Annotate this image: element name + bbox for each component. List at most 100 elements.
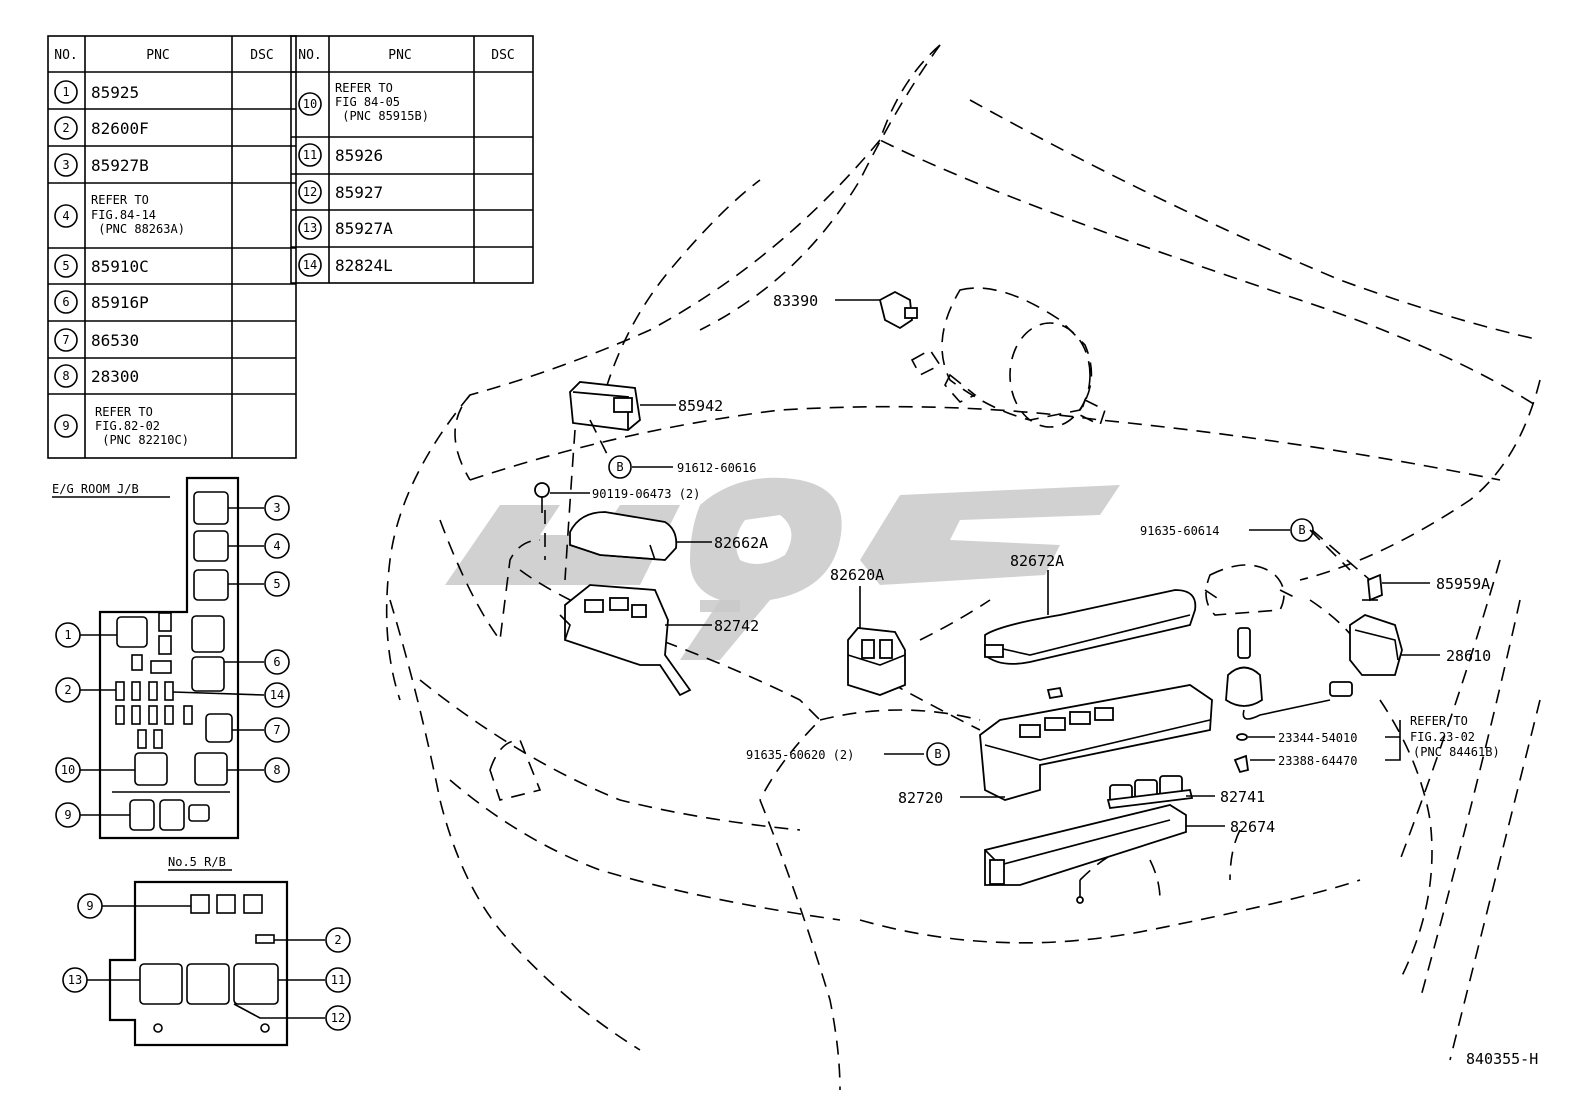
row-number: 14 (303, 258, 317, 272)
label-82674: 82674 (1230, 818, 1275, 836)
svg-text:7: 7 (273, 723, 280, 737)
no5-rb-diagram: No.5 R/B 9 2 13 11 12 (62, 855, 351, 1047)
row-number: 7 (62, 333, 69, 347)
header-pnc-right: PNC (388, 48, 411, 63)
label-refer-line2: FIG.23-02 (1410, 730, 1475, 744)
svg-text:2: 2 (64, 683, 71, 697)
cover-82672A (984, 589, 1197, 665)
row-number: 4 (62, 209, 69, 223)
label-82672A: 82672A (1010, 552, 1064, 570)
row-pnc-line3: (PNC 82210C) (95, 433, 189, 447)
relays-82741 (1106, 775, 1194, 809)
tray-82674 (984, 804, 1187, 904)
figure-id: 840355-H (1466, 1050, 1538, 1068)
table-row: 6 85916P (54, 290, 149, 314)
svg-text:10: 10 (61, 763, 75, 777)
svg-text:14: 14 (270, 688, 284, 702)
row-pnc: 85916P (91, 293, 149, 312)
vehicle-outline (385, 44, 1541, 1091)
svg-text:9: 9 (86, 899, 93, 913)
callout-14: 14 (264, 682, 290, 708)
relay-28610 (1349, 614, 1403, 676)
label-82620A: 82620A (830, 566, 884, 584)
row-pnc: 85927 (335, 183, 383, 202)
table-row: 8 28300 (54, 364, 139, 388)
svg-text:5: 5 (273, 577, 280, 591)
label-82742: 82742 (714, 617, 759, 635)
row-number: 13 (303, 221, 317, 235)
relay-85942 (569, 381, 641, 431)
label-85942: 85942 (678, 397, 723, 415)
label-85959A: 85959A (1436, 575, 1490, 593)
leaders (550, 299, 1440, 827)
label-82720: 82720 (898, 789, 943, 807)
table-row: 3 85927B (54, 153, 149, 177)
row-pnc-line3: (PNC 85915B) (335, 109, 429, 123)
label-82662A: 82662A (714, 534, 768, 552)
label-91635-60614: 91635-60614 (1140, 524, 1219, 538)
svg-text:8: 8 (273, 763, 280, 777)
callout-3: 3 (264, 495, 290, 521)
row-pnc-line1: REFER TO (95, 405, 153, 419)
row-number: 9 (62, 419, 69, 433)
row-pnc: 82824L (335, 256, 393, 275)
svg-text:1: 1 (64, 628, 71, 642)
callout-7: 7 (264, 717, 290, 743)
header-dsc: DSC (250, 48, 273, 63)
eg-room-jb-title: E/G ROOM J/B (52, 482, 139, 496)
label-91635-60620: 91635-60620 (2) (746, 748, 854, 762)
eg-room-jb-diagram: E/G ROOM J/B (52, 476, 290, 840)
row-pnc: 85926 (335, 146, 383, 165)
callout-9: 9 (55, 802, 81, 828)
callout-4: 4 (264, 533, 290, 559)
table-row: 2 82600F (54, 116, 149, 140)
junction-block-82720 (979, 684, 1213, 801)
row-pnc-line2: FIG.82-02 (95, 419, 160, 433)
label-23388: 23388-64470 (1278, 754, 1357, 768)
callout-12: 12 (325, 1005, 351, 1031)
label-refer-line3: (PNC 84461B) (1413, 745, 1500, 759)
row-pnc: 85927A (335, 219, 393, 238)
table-row: 9 REFER TO FIG.82-02 (PNC 82210C) (54, 405, 189, 447)
callout-10: 10 (55, 757, 81, 783)
svg-text:9: 9 (64, 808, 71, 822)
callout-2: 2 (55, 677, 81, 703)
row-pnc-line3: (PNC 88263A) (91, 222, 185, 236)
label-23344: 23344-54010 (1278, 731, 1357, 745)
callout-b: B (1290, 518, 1314, 542)
callout-11: 11 (325, 967, 351, 993)
svg-text:6: 6 (273, 655, 280, 669)
row-pnc: 28300 (91, 367, 139, 386)
row-pnc-line1: REFER TO (91, 193, 149, 207)
label-82741: 82741 (1220, 788, 1265, 806)
row-number: 12 (303, 185, 317, 199)
bracket-dashed (1204, 564, 1301, 616)
row-pnc-line1: REFER TO (335, 81, 393, 95)
row-number: 6 (62, 295, 69, 309)
row-number: 5 (62, 259, 69, 273)
label-83390: 83390 (773, 292, 818, 310)
callout-6: 6 (264, 649, 290, 675)
callout-b: B (926, 742, 950, 766)
callout-1: 1 (55, 622, 81, 648)
callout-9: 9 (77, 893, 103, 919)
table-row: 7 86530 (54, 328, 139, 352)
callout-b: B (608, 455, 632, 479)
label-28610: 28610 (1446, 647, 1491, 665)
header-pnc: PNC (146, 48, 169, 63)
connector-82620A (847, 627, 906, 696)
row-number: 3 (62, 158, 69, 172)
sensor-83390 (878, 290, 918, 330)
row-pnc: 86530 (91, 331, 139, 350)
cover-82662A (569, 511, 678, 561)
row-pnc: 85927B (91, 156, 149, 175)
block-82742 (559, 584, 692, 697)
canister-tank (910, 287, 1106, 428)
row-number: 2 (62, 121, 69, 135)
label-91612: 91612-60616 (677, 461, 756, 475)
svg-text:4: 4 (273, 539, 280, 553)
table-row: 14 82824L (298, 253, 393, 277)
svg-text:13: 13 (68, 973, 82, 987)
header-no: NO. (54, 48, 77, 63)
